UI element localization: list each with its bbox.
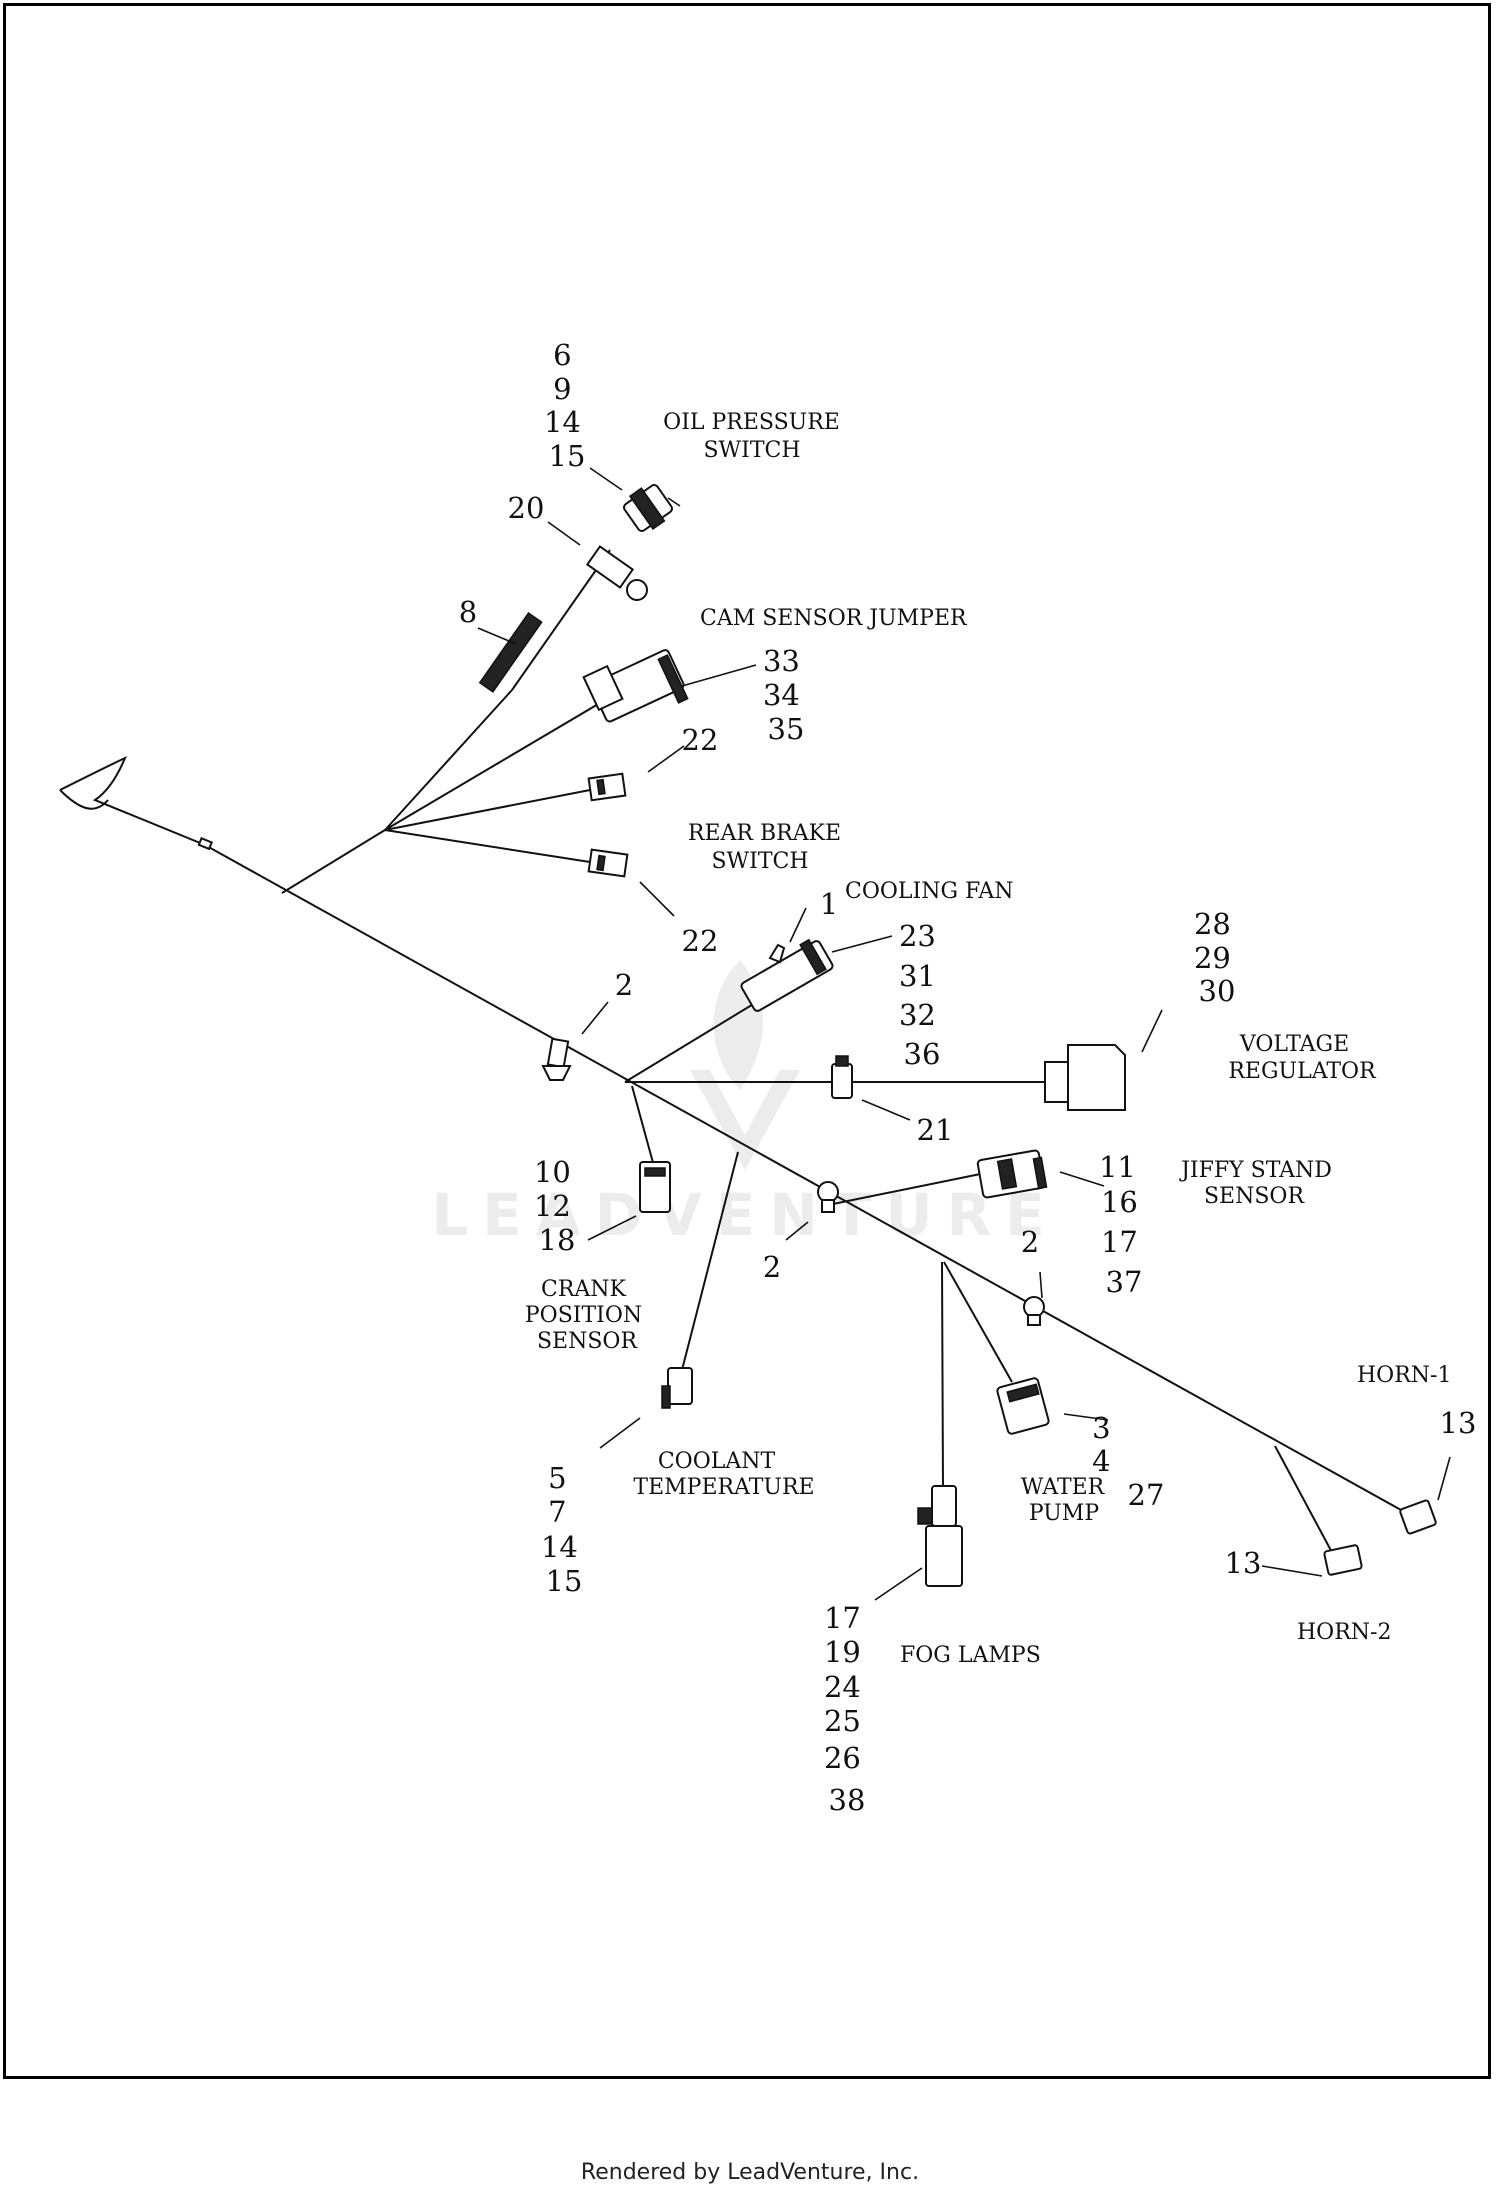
- callout-jiffy-stand-sensor: 11 16 17 37: [1099, 1150, 1147, 1299]
- callout-2-right: 2: [1021, 1225, 1039, 1259]
- label-crank-position-sensor: CRANK POSITION SENSOR: [525, 1277, 649, 1354]
- clip-2-left-icon: [541, 1037, 572, 1081]
- watermark-text: LEADVENTURE: [431, 1181, 1059, 1249]
- callout-oil-pressure-switch: 6 9 14 15: [544, 338, 590, 473]
- callout-1: 1: [820, 887, 838, 921]
- callout-8: 8: [459, 595, 477, 629]
- cooling-fan-connector-icon: [740, 938, 834, 1012]
- label-fog-lamps: FOG LAMPS: [900, 1643, 1041, 1668]
- callout-22-upper: 22: [682, 723, 719, 757]
- label-water-pump: WATER PUMP: [1021, 1475, 1112, 1526]
- watermark: LEADVENTURE: [431, 960, 1059, 1249]
- connector-21-icon: [831, 1055, 853, 1099]
- label-voltage-regulator: VOLTAGE REGULATOR: [1228, 1032, 1377, 1084]
- main-harness: [59, 756, 1411, 1516]
- callout-fog-lamps: 17 19 24 25 26 38: [824, 1601, 870, 1817]
- callout-20: 20: [508, 491, 545, 525]
- coolant-temperature-sensor-icon: [661, 1367, 693, 1409]
- callout-2-center: 2: [763, 1250, 781, 1284]
- label-cam-sensor-jumper: CAM SENSOR JUMPER: [700, 606, 968, 631]
- callout-coolant-temperature: 5 7 14 15: [541, 1461, 587, 1598]
- callout-22-lower: 22: [682, 924, 719, 958]
- callout-crank-position-sensor: 10 12 18: [534, 1155, 580, 1257]
- sleeve-tube-icon: [478, 611, 543, 693]
- fog-lamps-connector-icon: [917, 1485, 963, 1587]
- ring-terminal-icon: [585, 545, 648, 601]
- jiffy-stand-sensor-connector-icon: [976, 1149, 1048, 1199]
- render-credit: Rendered by LeadVenture, Inc.: [580, 2160, 920, 2185]
- clip-2-right-icon: [1023, 1296, 1045, 1326]
- callout-2-left: 2: [615, 968, 633, 1002]
- component-labels: OIL PRESSURE SWITCH CAM SENSOR JUMPER RE…: [525, 410, 1452, 1668]
- upper-branches: [281, 549, 611, 894]
- rear-brake-switch-connector-icon: [587, 848, 629, 878]
- oil-pressure-switch-icon: [623, 483, 681, 533]
- label-oil-pressure-switch: OIL PRESSURE SWITCH: [663, 410, 847, 463]
- callout-leaders: [477, 467, 1451, 1601]
- label-horn-1: HORN-1: [1357, 1363, 1451, 1388]
- clip-2-center-icon: [817, 1181, 839, 1213]
- callout-horn-1: 13: [1440, 1406, 1477, 1440]
- callout-horn-2: 13: [1225, 1546, 1262, 1580]
- callout-cam-sensor-jumper: 33 34 35: [763, 644, 809, 746]
- label-rear-brake-switch: REAR BRAKE SWITCH: [688, 821, 848, 874]
- crank-position-sensor-icon: [639, 1161, 671, 1213]
- connector-22-upper-icon: [587, 772, 627, 802]
- callout-voltage-regulator: 28 29 30: [1194, 907, 1240, 1008]
- diagram-frame: [3, 3, 1491, 2079]
- callout-21: 21: [917, 1113, 954, 1147]
- callout-cooling-fan: 23 31 32 36: [899, 919, 945, 1071]
- horn-1-connector-icon: [1399, 1499, 1437, 1535]
- voltage-regulator-connector-icon: [1044, 1044, 1126, 1111]
- callout-numbers: 6 9 14 15 20 8 33 34 35 22 22 1 23 31 32: [459, 338, 1477, 1817]
- water-pump-connector-icon: [996, 1377, 1050, 1435]
- label-horn-2: HORN-2: [1297, 1620, 1391, 1645]
- label-cooling-fan: COOLING FAN: [845, 879, 1014, 904]
- label-jiffy-stand-sensor: JIFFY STAND SENSOR: [1179, 1158, 1339, 1209]
- cam-sensor-jumper-icon: [582, 649, 689, 723]
- label-coolant-temperature: COOLANT TEMPERATURE: [633, 1449, 814, 1500]
- callout-water-pump: 3 4 27: [1092, 1411, 1164, 1512]
- horn-2-connector-icon: [1323, 1544, 1363, 1576]
